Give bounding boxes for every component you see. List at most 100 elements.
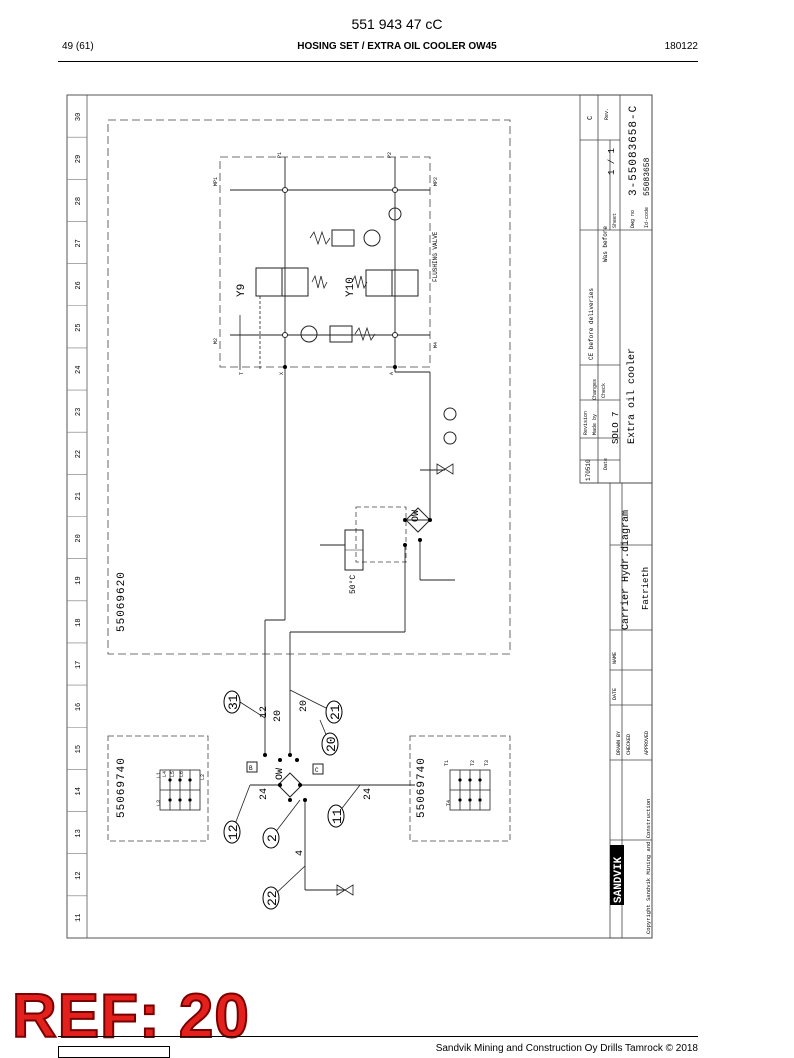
- callout-22: 22: [262, 886, 280, 910]
- grid-number: 13: [75, 829, 83, 837]
- port-t3: T3: [484, 760, 490, 766]
- port-m4: M4: [433, 342, 439, 348]
- port-t4: T4: [446, 800, 452, 806]
- grid-number: 14: [75, 787, 83, 795]
- date-column-label: DATE: [612, 688, 618, 700]
- revision-note: CE before deliveries: [588, 288, 595, 360]
- gauge-icon: [443, 431, 457, 445]
- cooler-label-lower: OW: [275, 768, 286, 780]
- grid-number: 17: [75, 661, 83, 669]
- port-x: X: [279, 372, 285, 375]
- designer-name: Fatrieth: [641, 567, 651, 610]
- date-value: 170510: [585, 459, 592, 481]
- valve-y10-label: Y10: [345, 277, 357, 297]
- port-l6: L6: [179, 771, 185, 777]
- checked-by-label: CHECKED: [626, 734, 632, 755]
- grid-number: 29: [75, 155, 83, 163]
- svg-text:20: 20: [324, 736, 339, 752]
- port-l5: L5: [170, 771, 176, 777]
- grid-number: 28: [75, 197, 83, 205]
- grid-number: 18: [75, 618, 83, 626]
- port-p2: P2: [387, 152, 393, 158]
- grid-number: 15: [75, 745, 83, 753]
- callout-31: 31: [223, 690, 241, 714]
- cooler-ow-upper-symbol: [405, 507, 431, 533]
- pressure-gauge-icon: [300, 325, 318, 343]
- callout-20: 20: [321, 732, 339, 756]
- upper-module-label: 55069620: [116, 571, 128, 632]
- valve-y10-symbol: [365, 269, 393, 297]
- callout-12: 12: [223, 820, 241, 844]
- check-valve-icon: [436, 463, 454, 475]
- header-divider: [58, 61, 698, 62]
- sheet-label: Sheet: [612, 213, 618, 228]
- document-number: 551 943 47 cC: [351, 16, 443, 32]
- revision-letter: C: [587, 116, 595, 120]
- grid-number: 30: [75, 113, 83, 121]
- svg-text:11: 11: [330, 808, 345, 824]
- footer-divider: [58, 1036, 698, 1037]
- flushing-valve-box: [219, 156, 431, 368]
- drawing-frame: [66, 94, 653, 939]
- right-module-label: 55069740: [416, 757, 428, 818]
- port-t1: T1: [444, 760, 450, 766]
- approved-label: APPROVED: [644, 731, 650, 755]
- port-c-label: C: [315, 767, 319, 774]
- svg-text:21: 21: [328, 704, 343, 720]
- svg-text:2: 2: [265, 834, 280, 842]
- date-label: Date: [603, 458, 609, 470]
- changes-label: Changes: [592, 379, 598, 400]
- upper-module-box: [107, 119, 511, 655]
- name-column-label: NAME: [612, 652, 618, 664]
- grid-number: 22: [75, 450, 83, 458]
- grid-number: 25: [75, 323, 83, 331]
- was-before: Was before: [602, 226, 609, 262]
- line-number-24: 24: [259, 788, 270, 800]
- page-title: HOSING SET / EXTRA OIL COOLER OW45: [297, 41, 497, 52]
- line-number-20: 20: [273, 710, 284, 722]
- port-l2: L2: [200, 774, 206, 780]
- drawn-by-label: DRAWN BY: [616, 731, 622, 755]
- port-t: T: [239, 372, 245, 375]
- flushing-valve-label: FLUSHING VALVE: [432, 231, 439, 282]
- grid-number: 24: [75, 366, 83, 374]
- reference-stamp: REF: 20: [11, 982, 250, 1051]
- port-l3: L3: [156, 800, 162, 806]
- line-number-12: 12: [259, 706, 270, 718]
- callout-2: 2: [262, 827, 280, 849]
- grid-number: 20: [75, 534, 83, 542]
- gauge-icon: [443, 407, 457, 421]
- grid-number: 12: [75, 871, 83, 879]
- grid-number: 19: [75, 576, 83, 584]
- drawing-description: Extra oil cooler: [626, 348, 638, 444]
- valve-y9-label: Y9: [236, 284, 248, 297]
- check-label: Check: [601, 383, 607, 398]
- page-number: 49 (61): [62, 41, 94, 52]
- port-mp1: MP1: [213, 177, 219, 186]
- cooler-ow-lower-symbol: [277, 772, 303, 798]
- grid-number: 21: [75, 492, 83, 500]
- sheet-value: 1 / 1: [607, 148, 617, 175]
- port-m2: M2: [213, 338, 219, 344]
- footer-copyright: Sandvik Mining and Construction Oy Drill…: [435, 1043, 698, 1054]
- product-name: SOLO 7: [611, 412, 621, 444]
- pressure-gauge-icon: [363, 229, 381, 247]
- revision-label: Revision: [583, 411, 589, 435]
- grid-number: 16: [75, 703, 83, 711]
- grid-number: 27: [75, 239, 83, 247]
- copyright-note: Copyright Sandvik Mining and Constructio…: [645, 799, 652, 934]
- right-module-box: [409, 735, 511, 842]
- check-valve-icon: [336, 884, 354, 896]
- rev-label: Rev.: [604, 108, 610, 120]
- port-b-label: B: [249, 765, 253, 772]
- id-code-label: Id-code: [644, 207, 650, 228]
- id-code: 55083658: [643, 157, 652, 196]
- port-t2: T2: [470, 760, 476, 766]
- grid-number: 26: [75, 281, 83, 289]
- diagram-title: Carrier Hydr.diagram: [620, 510, 632, 630]
- made-by-label: Made by: [592, 414, 598, 435]
- temperature-setting: 50°C: [349, 575, 358, 594]
- left-module-box: [107, 735, 209, 842]
- grid-number: 11: [75, 914, 83, 922]
